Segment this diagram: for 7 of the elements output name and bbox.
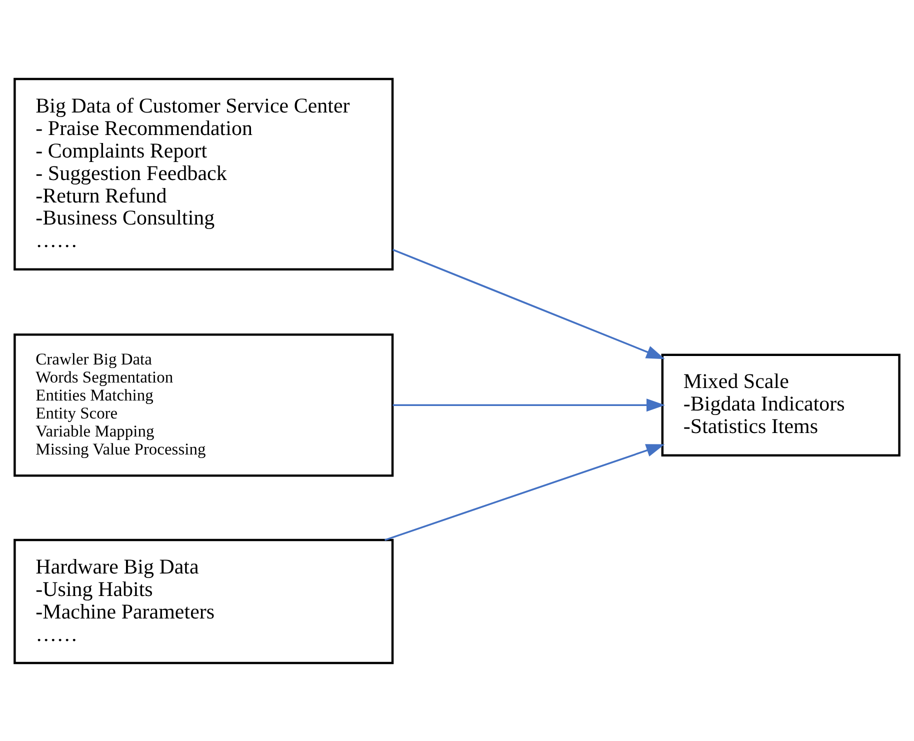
node-box: Hardware Big Data -Using Habits -Machine Parameters …… [14,538,394,664]
node-box: Big Data of Customer Service Center - Praise Recommendation - Complaints Report - Suggestion Feedback -Return Refund -Business Consulting …… [14,77,394,270]
arrow [392,398,666,412]
node-box: Mixed Scale -Bigdata Indicators -Statistics Items [661,353,900,456]
arrow [392,248,665,359]
arrow [384,444,665,540]
node-box: Crawler Big Data Words Segmentation Entities Matching Entity Score Variable Mapping Missing Value Processing [14,333,394,476]
